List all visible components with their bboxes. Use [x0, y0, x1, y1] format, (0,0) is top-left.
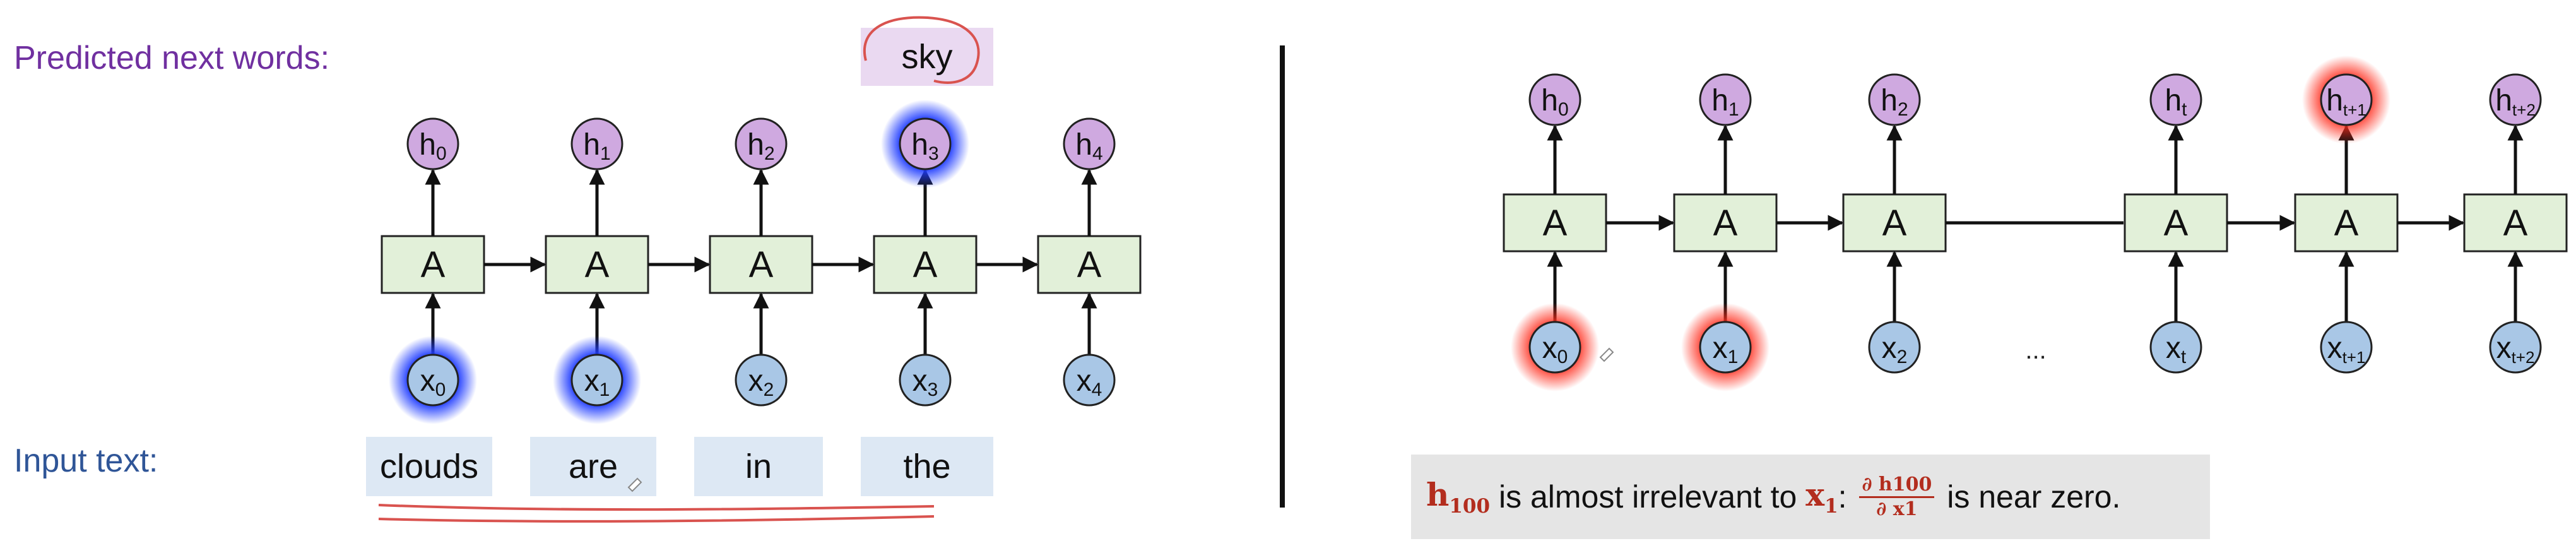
left-step-0-input-circle [406, 354, 459, 407]
right-step-1-input-circle [1699, 321, 1752, 374]
underline-lower-annotation [378, 515, 935, 523]
right-step-2-hidden-circle [1868, 73, 1921, 126]
left-step-1-cell-box [545, 235, 649, 294]
left-step-1-input-circle [570, 354, 623, 407]
right-step-4-cell-box [2294, 193, 2399, 253]
caption-x-symbol: x1 [1805, 476, 1838, 518]
right-step-3-cell-label: A [2164, 203, 2189, 244]
right-step-1-hidden-circle [1699, 73, 1752, 126]
pencil-cursor-icon [627, 477, 642, 492]
left-step-2-input-circle [735, 354, 788, 407]
underline-upper-annotation [378, 504, 935, 511]
right-step-5-hidden-circle [2489, 73, 2542, 126]
right-step-1-cell-box [1673, 193, 1778, 253]
right-step-0-input-label: x0 [1542, 331, 1568, 367]
pencil-cursor-icon-right [1599, 347, 1614, 362]
left-step-4-hidden-circle [1063, 117, 1116, 170]
left-step-0-cell-box [381, 235, 485, 294]
input-word-in: in [694, 437, 823, 496]
right-step-5-input-circle [2489, 321, 2542, 374]
right-step-2-cell-label: A [1882, 203, 1907, 244]
left-step-4-cell-label: A [1077, 244, 1102, 285]
left-step-3-cell-label: A [913, 244, 938, 285]
right-step-2-input-label: x2 [1882, 331, 1908, 367]
right-step-1-cell-label: A [1713, 203, 1738, 244]
left-step-4-hidden-label: h4 [1075, 128, 1102, 164]
gradient-caption: h100 is almost irrelevant to x1 : ∂ h100… [1411, 455, 2210, 539]
right-step-5-cell-label: A [2503, 203, 2528, 244]
left-step-1-hidden-circle [570, 117, 623, 170]
right-step-4-cell-label: A [2334, 203, 2359, 244]
predicted-word-sky: sky [861, 28, 993, 86]
caption-text-1: is almost irrelevant to [1490, 479, 1806, 514]
right-step-0-hidden-circle [1528, 73, 1581, 126]
left-step-4-input-label: x4 [1077, 364, 1102, 400]
caption-h-symbol: h100 [1426, 476, 1491, 518]
caption-colon: : [1838, 479, 1856, 514]
left-step-0-cell-label: A [421, 244, 446, 285]
right-step-0-input-circle [1528, 321, 1581, 374]
right-step-3-hidden-circle [2149, 73, 2202, 126]
caption-text-2: is near zero. [1938, 479, 2121, 514]
ellipsis: ... [2025, 336, 2046, 364]
left-step-2-hidden-circle [735, 117, 788, 170]
right-step-3-input-circle [2149, 321, 2202, 374]
input-word-the: the [861, 437, 993, 496]
fraction-numerator: ∂ h100 [1859, 475, 1935, 498]
panel-divider [1280, 45, 1285, 508]
input-word-clouds: clouds [366, 437, 492, 496]
left-step-3-input-circle [899, 354, 952, 407]
right-step-3-cell-box [2124, 193, 2228, 253]
right-step-2-hidden-label: h2 [1881, 84, 1908, 120]
left-step-3-hidden-circle [899, 117, 952, 170]
handwritten-annotations [378, 16, 1614, 523]
right-step-4-input-circle [2320, 321, 2373, 374]
right-step-0-cell-box [1503, 193, 1607, 253]
left-step-1-input-label: x1 [584, 364, 610, 400]
sky-circle-annotation [863, 16, 980, 84]
left-step-0-hidden-circle [406, 117, 459, 170]
input-text-label: Input text: [14, 443, 158, 479]
right-step-0-cell-label: A [1543, 203, 1568, 244]
predicted-next-words-label: Predicted next words: [14, 40, 330, 76]
right-step-2-input-circle [1868, 321, 1921, 374]
left-step-2-cell-label: A [749, 244, 774, 285]
right-step-5-input-label: xt+2 [2496, 331, 2535, 367]
left-step-4-input-circle [1063, 354, 1116, 407]
right-rnn-unrolled: Ah0x0Ah1x1Ah2x2AhtxtAht+1xt+1Aht+2xt+2..… [1503, 56, 2568, 391]
left-step-1-cell-label: A [585, 244, 610, 285]
input-word-are: are [530, 437, 656, 496]
fraction-denominator: ∂ x1 [1876, 497, 1918, 520]
right-step-4-hidden-circle [2320, 73, 2373, 126]
caption-gradient-fraction: ∂ h100 ∂ x1 [1859, 475, 1935, 520]
